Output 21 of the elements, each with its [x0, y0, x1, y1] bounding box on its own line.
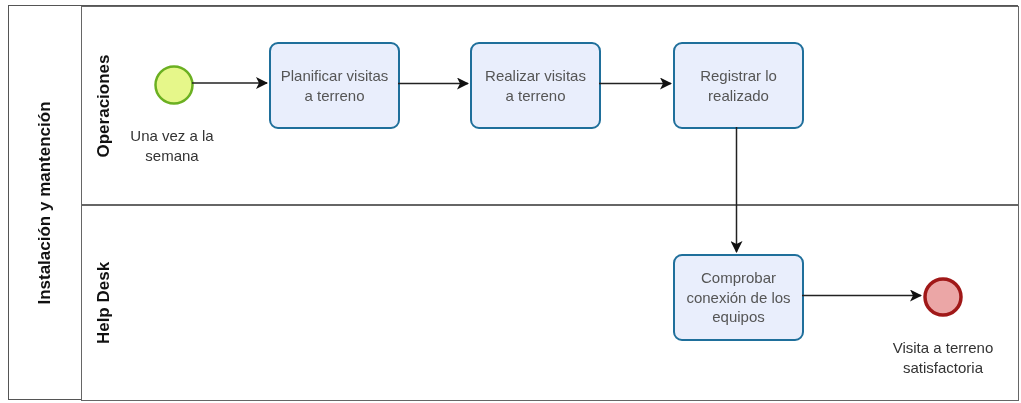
swimlane — [81, 205, 1019, 401]
sequence-arrow — [191, 77, 268, 89]
task-label: Registrar lo realizado — [699, 66, 778, 105]
task-label: Comprobar conexión de los equipos — [685, 268, 792, 327]
swimlane — [81, 6, 1019, 205]
task-box — [673, 42, 804, 129]
event-caption: Una vez a la semana — [129, 126, 215, 165]
task-box — [269, 42, 400, 129]
task-label: Realizar visitas a terreno — [484, 66, 587, 105]
pool-frame — [8, 5, 1018, 400]
event-caption: Visita a terreno satisfactoria — [891, 338, 995, 377]
sequence-arrow — [598, 77, 672, 90]
task-box — [470, 42, 601, 129]
task-box — [673, 254, 804, 341]
lane-title: Operaciones — [94, 54, 114, 157]
lane-title: Help Desk — [94, 261, 114, 345]
pool-title: Instalación y mantención — [35, 100, 55, 305]
task-label: Planificar visitas a terreno — [279, 66, 390, 105]
sequence-arrow — [801, 289, 922, 302]
sequence-arrow — [730, 126, 743, 253]
sequence-arrow — [397, 77, 469, 90]
